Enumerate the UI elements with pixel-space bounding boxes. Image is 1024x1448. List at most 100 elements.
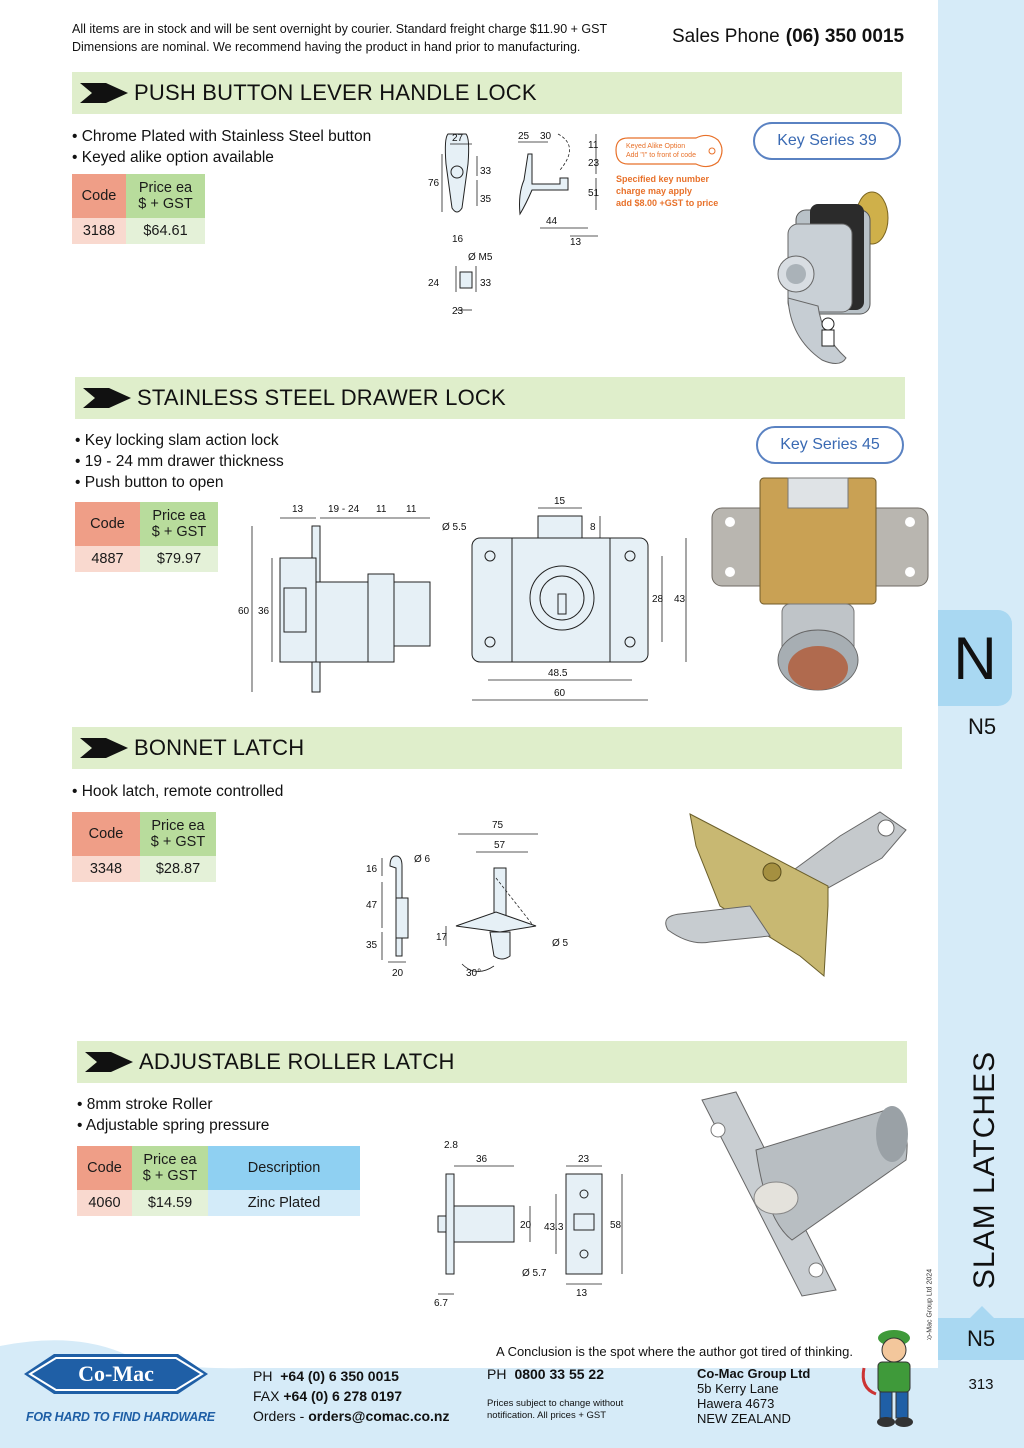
phone-label: PH — [253, 1368, 273, 1384]
dim-label: 28 — [652, 594, 664, 605]
price-header: Price ea$ + GST — [140, 812, 216, 856]
product-code[interactable]: 3348 — [72, 856, 140, 882]
header-note: All items are in stock and will be sent … — [72, 20, 662, 56]
header-note-line1: All items are in stock and will be sent … — [72, 22, 608, 36]
dim-label: 23 — [578, 1154, 590, 1165]
feature-list: • Key locking slam action lock • 19 - 24… — [75, 430, 284, 493]
feature-list: • Chrome Plated with Stainless Steel but… — [72, 126, 371, 168]
product-photo-roller-latch — [701, 1091, 908, 1297]
sales-phone: Sales Phone(06) 350 0015 — [672, 26, 904, 48]
section-tab-code: N5 — [967, 714, 997, 739]
key-series-badge: Key Series 39 — [753, 122, 901, 160]
dim-label: 33 — [480, 278, 492, 289]
dim-label: 47 — [366, 900, 378, 911]
section-tab-letter[interactable]: N — [938, 610, 1012, 706]
section-title: BONNET LATCH — [134, 735, 305, 760]
dim-label: 17 — [436, 932, 448, 943]
technical-drawing-roller-latch: 2.8 36 20 6.7 23 43.3 58 Ø 5.7 13 — [434, 1140, 623, 1309]
bottom-section-tab[interactable]: N5 — [938, 1306, 1024, 1360]
dim-label: 48.5 — [548, 668, 568, 679]
description-header: Description — [208, 1146, 360, 1190]
key-series-badge: Key Series 45 — [756, 426, 904, 464]
product-price: $64.61 — [126, 218, 205, 244]
technical-drawing-drawer-lock-side: 13 19 - 24 11 11 60 36 — [238, 504, 431, 693]
section-heading-drawer-lock: STAINLESS STEEL DRAWER LOCK — [75, 377, 905, 419]
price-table: Code Price ea$ + GST 3348 $28.87 — [72, 812, 216, 882]
arrow-icon — [85, 1052, 133, 1072]
feature-item: • Adjustable spring pressure — [77, 1117, 270, 1134]
dim-label: 24 — [428, 278, 440, 289]
dim-label: 8 — [590, 522, 596, 533]
section-title: ADJUSTABLE ROLLER LATCH — [139, 1049, 455, 1074]
feature-item: • 19 - 24 mm drawer thickness — [75, 453, 284, 470]
dim-label: Ø 5.7 — [522, 1268, 547, 1279]
product-photo-bonnet-latch — [665, 811, 907, 978]
dim-label: 30° — [466, 968, 481, 979]
dim-label: 43 — [674, 594, 686, 605]
dim-label: 60 — [238, 606, 250, 617]
fax-number: +64 (0) 6 278 0197 — [283, 1388, 403, 1404]
arrow-icon — [80, 738, 128, 758]
dim-label: 23 — [588, 158, 600, 169]
product-code[interactable]: 4887 — [75, 546, 140, 572]
price-header-line2: $ + GST — [142, 1168, 198, 1184]
dim-label: 35 — [480, 194, 492, 205]
arrow-icon — [83, 388, 131, 408]
product-code[interactable]: 3188 — [72, 218, 126, 244]
phone-number[interactable]: +64 (0) 6 350 0015 — [280, 1368, 399, 1384]
section-heading-bonnet-latch: BONNET LATCH — [72, 727, 902, 769]
dim-label: 23 — [452, 306, 464, 317]
technical-drawing-bonnet-latch: 16 Ø 6 47 35 20 75 57 17 Ø 5 30° — [366, 820, 569, 979]
price-table: Code Price ea$ + GST Description 4060 $1… — [77, 1146, 360, 1216]
key-hole-icon — [708, 147, 716, 155]
product-description: Zinc Plated — [208, 1190, 360, 1216]
product-code[interactable]: 4060 — [77, 1190, 132, 1216]
sidebar — [938, 0, 1024, 1448]
dim-label: 33 — [480, 166, 492, 177]
dim-label: Ø 5 — [552, 938, 569, 949]
logo-text: Co-Mac — [78, 1361, 154, 1386]
product-photo-lever-lock — [777, 191, 889, 364]
freephone-number[interactable]: 0800 33 55 22 — [514, 1366, 604, 1382]
dim-label: 6.7 — [434, 1298, 448, 1309]
dim-label: Ø 5.5 — [442, 522, 467, 533]
dim-label: Ø 6 — [414, 854, 431, 865]
company-name: Co-Mac Group Ltd — [697, 1366, 811, 1381]
dim-label: 36 — [476, 1154, 488, 1165]
callout-key-line2: Add "I" to front of code — [626, 152, 696, 159]
dim-label: 60 — [554, 688, 566, 699]
contact-block: PH +64 (0) 6 350 0015 FAX +64 (0) 6 278 … — [253, 1366, 450, 1426]
callout-line1: Specified key number — [616, 174, 710, 184]
feature-item: • Chrome Plated with Stainless Steel but… — [72, 128, 372, 145]
price-header-line1: Price ea — [143, 1152, 197, 1168]
dim-label: 13 — [576, 1288, 588, 1299]
price-header: Price ea$ + GST — [126, 174, 205, 218]
section-heading-push-button-lock: PUSH BUTTON LEVER HANDLE LOCK — [72, 72, 902, 114]
code-header: Code — [75, 502, 140, 546]
dim-label: 13 — [570, 237, 582, 248]
comac-logo[interactable]: Co-Mac — [24, 1348, 208, 1400]
section-title: STAINLESS STEEL DRAWER LOCK — [137, 385, 506, 410]
product-photo-drawer-lock — [711, 477, 929, 691]
orders-label: Orders - — [253, 1408, 305, 1424]
page-number: 313 — [968, 1376, 994, 1393]
arrow-icon — [80, 83, 128, 103]
code-header: Code — [72, 812, 140, 856]
price-header-line2: $ + GST — [138, 196, 193, 212]
dim-label: 20 — [392, 968, 404, 979]
price-header-line1: Price ea — [152, 508, 206, 524]
key-outline-icon — [615, 134, 723, 168]
dim-label: 11 — [588, 140, 599, 151]
footer-quote: A Conclusion is the spot where the autho… — [496, 1344, 853, 1359]
price-header-line2: $ + GST — [151, 524, 207, 540]
callout-line2: charge may apply — [616, 186, 692, 196]
dim-label: Ø M5 — [468, 252, 493, 263]
section-heading-roller-latch: ADJUSTABLE ROLLER LATCH — [77, 1041, 907, 1083]
dim-label: 16 — [366, 864, 378, 875]
orders-email[interactable]: orders@comac.co.nz — [308, 1408, 450, 1424]
address-line: 5b Kerry Lane — [697, 1381, 779, 1396]
price-disclaimer: Prices subject to change without notific… — [487, 1398, 624, 1421]
product-price: $79.97 — [140, 546, 218, 572]
feature-item: • Hook latch, remote controlled — [72, 783, 284, 800]
sales-phone-number[interactable]: (06) 350 0015 — [785, 26, 905, 47]
